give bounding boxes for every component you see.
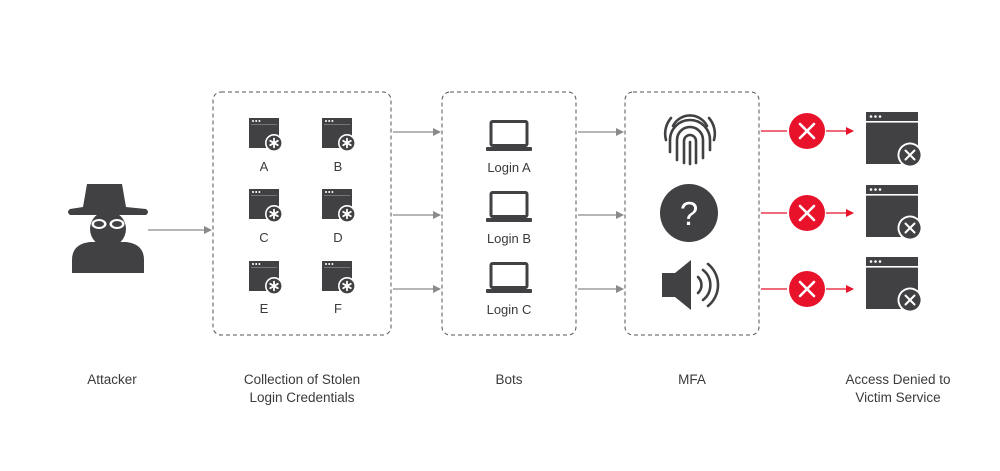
bot-label: Login A [487,160,531,175]
x-circle-icon [787,193,827,233]
bot-label: Login B [487,231,531,246]
fingerprint-icon [663,114,717,166]
blocked-window-icon [865,256,924,314]
question-mark-icon: ? [660,184,718,242]
credential-item: D [321,188,357,245]
laptop-icon [484,191,534,224]
credential-item: A [248,117,284,174]
mfa-group-box [624,91,760,336]
bot-item: Login A [484,120,534,175]
credential-label: C [259,230,268,245]
credential-label: E [260,301,269,316]
laptop-icon [484,262,534,295]
credential-window-icon [248,117,284,153]
credentials-group-box [212,91,392,336]
x-circle-icon [787,269,827,309]
blocked-window-icon [865,184,924,242]
stage-label-line: Victim Service [855,390,941,405]
credential-window-icon [321,260,357,296]
bots-group-box [441,91,577,336]
blocked-window-icon [865,111,924,169]
stage-label-line: Login Credentials [249,390,355,405]
question-mark-glyph: ? [680,195,698,232]
stage-label-text: MFA [678,372,706,387]
stage-label-line: Access Denied to [845,372,951,387]
credential-window-icon [321,188,357,224]
credential-window-icon [248,260,284,296]
credential-label: B [334,159,343,174]
stage-label-text: Bots [495,372,523,387]
stage-label-line: Collection of Stolen [243,372,361,387]
credential-item: E [248,260,284,316]
stage-label-attacker: Attacker [62,371,162,389]
stage-label-mfa: MFA [642,371,742,389]
bot-item: Login B [484,191,534,246]
credential-item: B [321,117,357,174]
credential-window-icon [321,117,357,153]
credential-window-icon [248,188,284,224]
laptop-icon [484,120,534,153]
credential-item: C [248,188,284,245]
credential-label: D [333,230,342,245]
credential-label: A [260,159,269,174]
stage-label-text: Attacker [87,372,137,387]
stage-label-bots: Bots [459,371,559,389]
bot-item: Login C [484,262,534,317]
stage-label-collection: Collection of Stolen Login Credentials [212,371,392,407]
credential-item: F [321,260,357,316]
stage-label-denied: Access Denied to Victim Service [818,371,978,407]
speaker-icon [662,260,720,310]
attacker-icon [68,184,148,273]
x-circle-icon [787,111,827,151]
bot-label: Login C [487,302,532,317]
credential-label: F [334,301,342,316]
